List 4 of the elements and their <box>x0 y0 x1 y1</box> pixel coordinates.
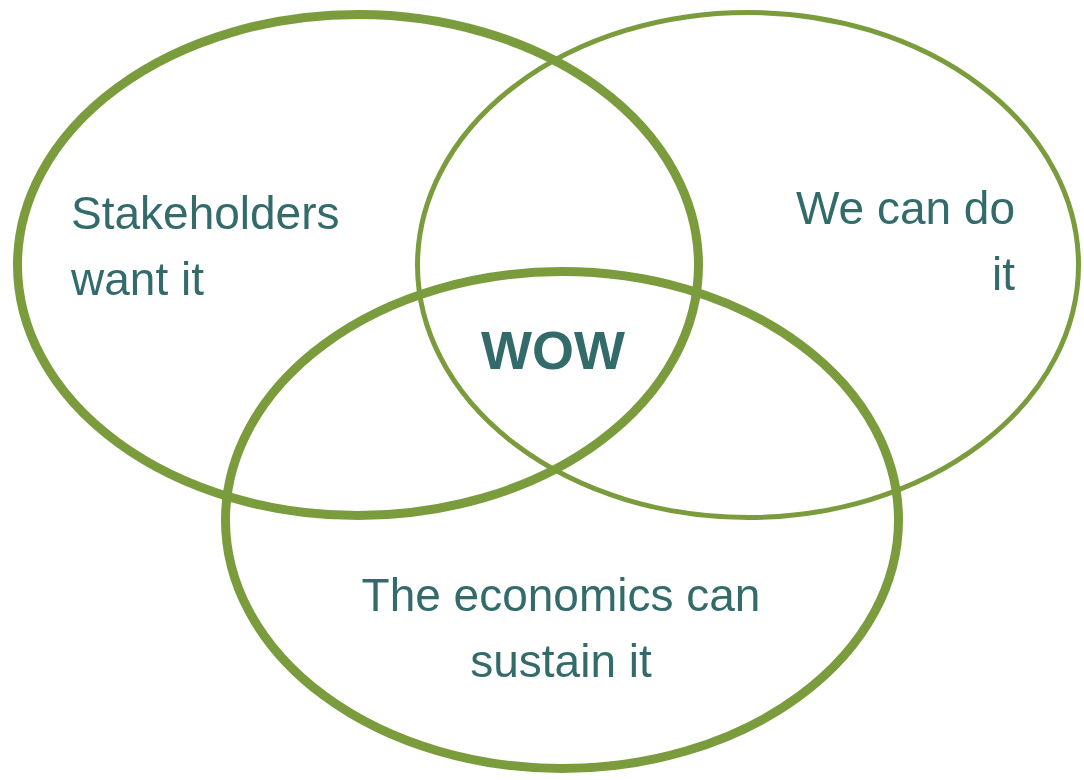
region-label: We can do it <box>794 181 1015 302</box>
center-label: WOW <box>481 319 625 381</box>
region-label: Stakeholders want it <box>71 186 341 307</box>
region-label: The economics can sustain it <box>360 568 762 689</box>
